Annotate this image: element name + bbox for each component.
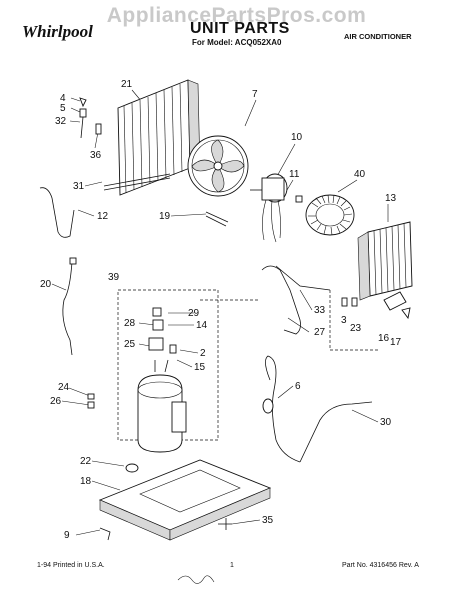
drain-loop (262, 398, 274, 414)
clip-17 (401, 307, 411, 320)
callout-label: 15 (194, 362, 206, 373)
callout-label: 31 (73, 181, 85, 192)
callout-label: 24 (58, 382, 70, 393)
callout-label: 18 (80, 476, 92, 487)
callout-label: 19 (159, 211, 171, 222)
thermostat-parts (79, 97, 102, 139)
leader-lines (51, 89, 389, 536)
callout-label: 16 (378, 333, 390, 344)
callout-label: 35 (262, 515, 274, 526)
callout-label: 29 (188, 308, 200, 319)
fan-motor (250, 173, 288, 243)
wire-harness (62, 261, 73, 356)
callout-label: 32 (55, 116, 67, 127)
callout-label: 4 (60, 93, 66, 104)
callout-label: 22 (80, 456, 92, 467)
callout-label: 17 (390, 337, 402, 348)
callout-label: 9 (64, 530, 70, 541)
callout-label: 40 (354, 169, 366, 180)
tube-30 (299, 401, 373, 463)
capillary-tube (261, 265, 301, 335)
watermark: AppliancePartsPros.com (106, 4, 367, 27)
callout-label: 27 (314, 327, 326, 338)
category-label: AIR CONDITIONER (344, 32, 412, 41)
base-pan (98, 459, 272, 541)
callout-label: 20 (40, 279, 52, 290)
callout-label: 2 (200, 348, 206, 359)
grommet (125, 463, 139, 473)
thermistor-16 (383, 291, 407, 311)
model-line: For Model: ACQ052XA0 (192, 38, 282, 47)
compressor-small-parts (148, 307, 177, 354)
blower-wheel (305, 194, 355, 236)
callout-label: 36 (90, 150, 102, 161)
callout-label: 3 (341, 315, 347, 326)
footer-page-number: 1 (230, 562, 234, 569)
screw-11 (295, 195, 303, 203)
callout-label: 25 (124, 339, 136, 350)
callout-label: 11 (289, 169, 300, 180)
callout-label: 5 (60, 103, 66, 114)
callout-label: 23 (350, 323, 362, 334)
drain-hose (39, 187, 75, 238)
tube-35 (218, 518, 232, 530)
page-title: UNIT PARTS (190, 20, 290, 37)
footer-part-number: Part No. 4316456 Rev. A (342, 562, 419, 569)
footer-printed: 1-94 Printed in U.S.A. (37, 562, 105, 569)
callout-label: 26 (50, 396, 62, 407)
part-3 (341, 297, 348, 307)
callout-label: 33 (314, 305, 326, 316)
callout-label: 13 (385, 193, 397, 204)
signature-mark (177, 575, 215, 584)
callout-label: 14 (196, 320, 208, 331)
harness-connector (69, 257, 77, 265)
callout-label: 12 (97, 211, 109, 222)
callout-label: 30 (380, 417, 392, 428)
part-23 (351, 297, 358, 307)
callout-label: 6 (295, 381, 301, 392)
callout-label: 39 (108, 272, 120, 283)
callout-label: 21 (121, 79, 133, 90)
evaporator-coil (357, 221, 413, 301)
tube-33 (275, 265, 331, 291)
condenser-coil (117, 79, 201, 196)
clip-9 (99, 527, 111, 541)
drain-tube (265, 355, 301, 463)
dashed-connector (329, 290, 380, 351)
callout-label: 7 (252, 89, 258, 100)
callout-label: 28 (124, 318, 136, 329)
washer-26 (87, 401, 95, 409)
brand-logo: Whirlpool (22, 22, 93, 41)
callout-labels: 4 5 32 36 21 7 10 11 40 13 31 12 19 20 3… (40, 79, 402, 541)
fan-blade (187, 135, 249, 197)
compressor (137, 359, 187, 453)
callout-label: 10 (291, 132, 303, 143)
washer-24 (87, 393, 95, 400)
tube-31 (103, 173, 171, 191)
clip-19 (205, 211, 229, 227)
